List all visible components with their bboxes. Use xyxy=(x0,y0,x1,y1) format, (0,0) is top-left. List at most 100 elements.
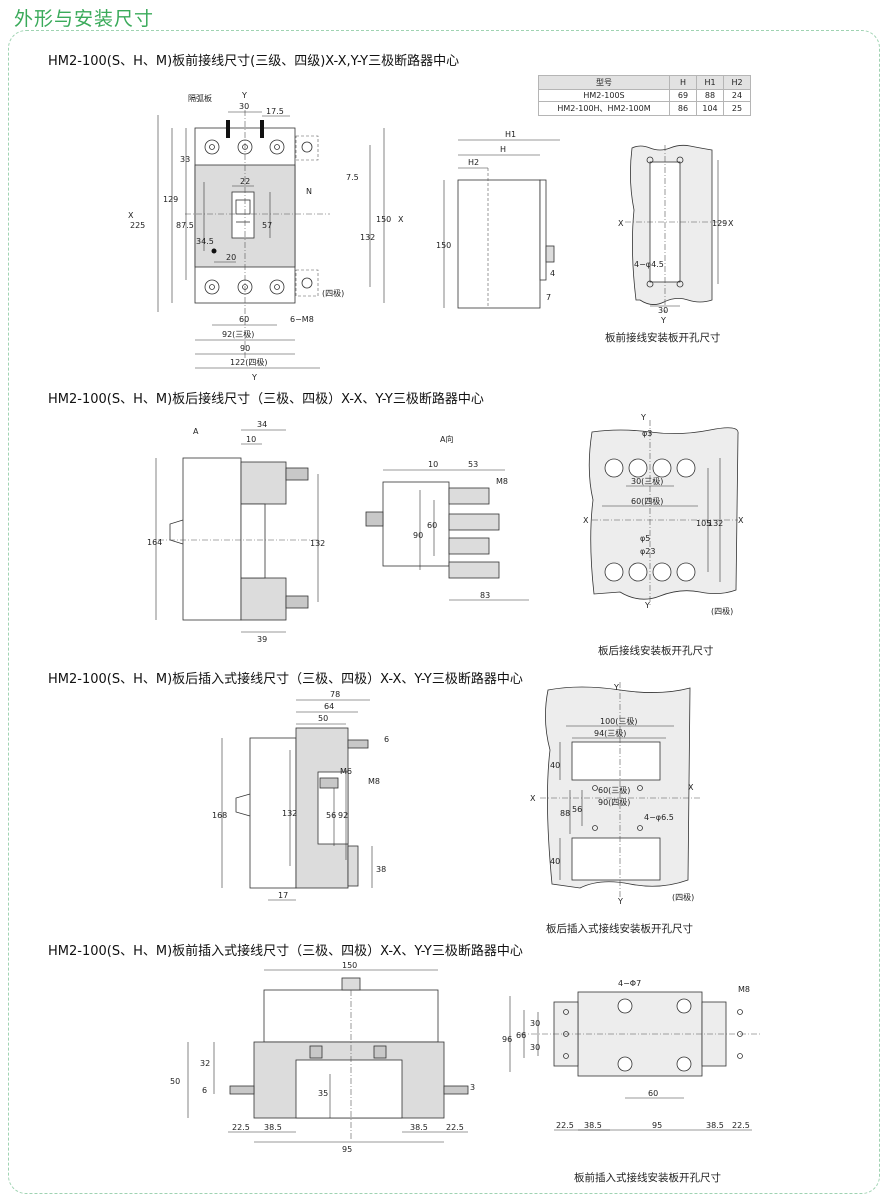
dim-96: 96 xyxy=(502,1035,512,1044)
dim-phi-5: φ5 xyxy=(640,534,650,543)
spec-cell: HM2-100H、HM2-100M xyxy=(538,101,670,116)
dim-plugin-m8: M8 xyxy=(368,777,380,786)
spec-header-cell: H xyxy=(669,75,697,90)
caption-rear-wiring-panel: 板后接线安装板开孔尺寸 xyxy=(598,645,714,657)
rear-plugin-panel-cutout-drawing: Y 100(三极) 94(三极) 40 X X 60(三极) 90(四极) 88… xyxy=(530,682,700,906)
table-row: HM2-100S 69 88 24 xyxy=(538,89,751,102)
dim-34-5: 34.5 xyxy=(196,237,214,246)
label-y-top: Y xyxy=(241,91,247,100)
dim-7-5: 7.5 xyxy=(346,173,359,182)
dim-plugin-panel-90: 90(四极) xyxy=(598,797,630,807)
dim-17-5: 17.5 xyxy=(266,107,284,116)
rear-side-view-drawing: A 34 10 164 132 39 xyxy=(147,420,325,644)
dim-33: 33 xyxy=(180,155,190,164)
table-row: HM2-100H、HM2-100M 86 104 25 xyxy=(538,101,751,116)
dim-h: H xyxy=(500,145,506,154)
dim-105: 105 xyxy=(696,519,711,528)
dim-4: 4 xyxy=(550,269,555,278)
dim-6-m8: 6−M8 xyxy=(290,315,314,324)
rear-plugin-side-drawing: 78 64 50 6 168 132 M6 M8 56 92 38 17 xyxy=(212,690,389,901)
dim-132: 132 xyxy=(360,233,375,242)
dim-90: 90 xyxy=(240,344,250,353)
label-panel-x-right: X xyxy=(728,219,734,228)
dim-a-60: 60 xyxy=(427,521,437,530)
dim-34: 34 xyxy=(257,420,267,429)
dim-h1: H1 xyxy=(505,130,516,139)
dim-plugin-56: 56 xyxy=(326,811,336,820)
dim-38: 38 xyxy=(376,865,386,874)
dim-panel-22-5b: 22.5 xyxy=(732,1121,750,1130)
dim-100-three: 100(三极) xyxy=(600,716,638,726)
dim-78: 78 xyxy=(330,690,340,699)
dim-a-10: 10 xyxy=(428,460,438,469)
dim-22: 22 xyxy=(240,177,250,186)
dim-plugin-panel-60: 60(三极) xyxy=(598,785,630,795)
dim-20: 20 xyxy=(226,253,236,262)
dim-plugin-panel-40a: 40 xyxy=(550,761,560,770)
label-rear-panel-x-left: X xyxy=(583,516,589,525)
dim-129: 129 xyxy=(163,195,178,204)
front-panel-cutout-drawing: 129 X X 4−φ4.5 30 Y xyxy=(618,144,734,325)
dim-m6: M6 xyxy=(340,767,352,776)
dim-plugin-6: 6 xyxy=(384,735,389,744)
dim-front-50: 50 xyxy=(170,1077,180,1086)
dim-panel-22-5a: 22.5 xyxy=(556,1121,574,1130)
dim-3: 3 xyxy=(470,1083,475,1092)
dim-panel-129: 129 xyxy=(712,219,727,228)
label-n: N xyxy=(306,187,312,196)
label-plugin-four-pole: (四极) xyxy=(672,892,694,902)
label-plugin-panel-y-bottom: Y xyxy=(617,897,623,906)
section-title-rear-wiring: HM2-100(S、H、M)板后接线尺寸（三极、四极）X-X、Y-Y三极断路器中… xyxy=(48,392,484,407)
label-four-pole: (四极) xyxy=(322,288,344,298)
dim-front-22-5b: 22.5 xyxy=(446,1123,464,1132)
label-plugin-panel-y-top: Y xyxy=(613,683,619,692)
dim-panel-30a: 30 xyxy=(530,1019,540,1028)
caption-front-wiring-panel: 板前接线安装板开孔尺寸 xyxy=(605,332,721,344)
a-view-drawing: A向 10 53 M8 90 60 83 xyxy=(365,434,529,601)
front-view-drawing: 隔弧板 Y 30 17.5 33 7.5 22 N 225 X 129 87.5… xyxy=(128,91,404,382)
dim-panel-38-5a: 38.5 xyxy=(584,1121,602,1130)
dim-front-150: 150 xyxy=(342,961,357,970)
dim-122: 122(四极) xyxy=(230,357,268,367)
dim-32: 32 xyxy=(200,1059,210,1068)
dim-50: 50 xyxy=(318,714,328,723)
dim-35: 35 xyxy=(318,1089,328,1098)
label-rear-four-pole: (四极) xyxy=(711,606,733,616)
caption-rear-plugin-panel: 板后插入式接线安装板开孔尺寸 xyxy=(546,923,693,935)
dim-phi-23: φ23 xyxy=(640,547,655,556)
dim-phi-3: φ3 xyxy=(642,429,652,438)
dim-4-phi-6-5: 4−φ6.5 xyxy=(644,813,674,822)
dim-39: 39 xyxy=(257,635,267,644)
spec-cell: 25 xyxy=(723,101,751,116)
label-x-left: X xyxy=(128,211,134,220)
spec-cell: 104 xyxy=(696,101,724,116)
caption-front-plugin-panel: 板前插入式接线安装板开孔尺寸 xyxy=(574,1172,721,1184)
dim-225: 225 xyxy=(130,221,145,230)
dim-17: 17 xyxy=(278,891,288,900)
dim-panel-60: 60 xyxy=(648,1089,658,1098)
rear-panel-cutout-drawing: Y φ3 30(三极) 60(四极) X X 105 132 φ5 φ23 Y … xyxy=(583,413,744,616)
spec-header-cell: 型号 xyxy=(538,75,670,90)
spec-header-cell: H2 xyxy=(723,75,751,90)
section-title-front-wiring: HM2-100(S、H、M)板前接线尺寸(三级、四级)X-X,Y-Y三极断路器中… xyxy=(48,54,460,69)
dim-rear-panel-132: 132 xyxy=(708,519,723,528)
label-plugin-panel-x-right: X xyxy=(688,783,694,792)
spec-table: 型号 H H1 H2 HM2-100S 69 88 24 HM2-100H、HM… xyxy=(538,75,751,116)
dim-panel-30: 30 xyxy=(658,306,668,315)
label-rear-panel-y-top: Y xyxy=(640,413,646,422)
dim-87-5: 87.5 xyxy=(176,221,194,230)
page-frame xyxy=(8,30,880,1194)
dim-92: 92(三极) xyxy=(222,329,254,339)
dim-rear-30-three: 30(三极) xyxy=(631,476,663,486)
dim-a-90: 90 xyxy=(413,531,423,540)
front-plugin-panel-cutout-drawing: 4−Φ7 M8 96 66 30 30 60 22.5 38.5 95 38.5… xyxy=(502,979,760,1131)
dim-66: 66 xyxy=(516,1031,526,1040)
dim-60: 60 xyxy=(239,315,249,324)
label-a-view: A向 xyxy=(440,434,453,444)
dim-front-38-5a: 38.5 xyxy=(264,1123,282,1132)
side-view-drawing: H1 H H2 150 4 7 xyxy=(436,130,560,309)
label-panel-y: Y xyxy=(660,316,666,325)
dim-front-22-5a: 22.5 xyxy=(232,1123,250,1132)
dim-164: 164 xyxy=(147,538,162,547)
dim-plugin-132: 132 xyxy=(282,809,297,818)
